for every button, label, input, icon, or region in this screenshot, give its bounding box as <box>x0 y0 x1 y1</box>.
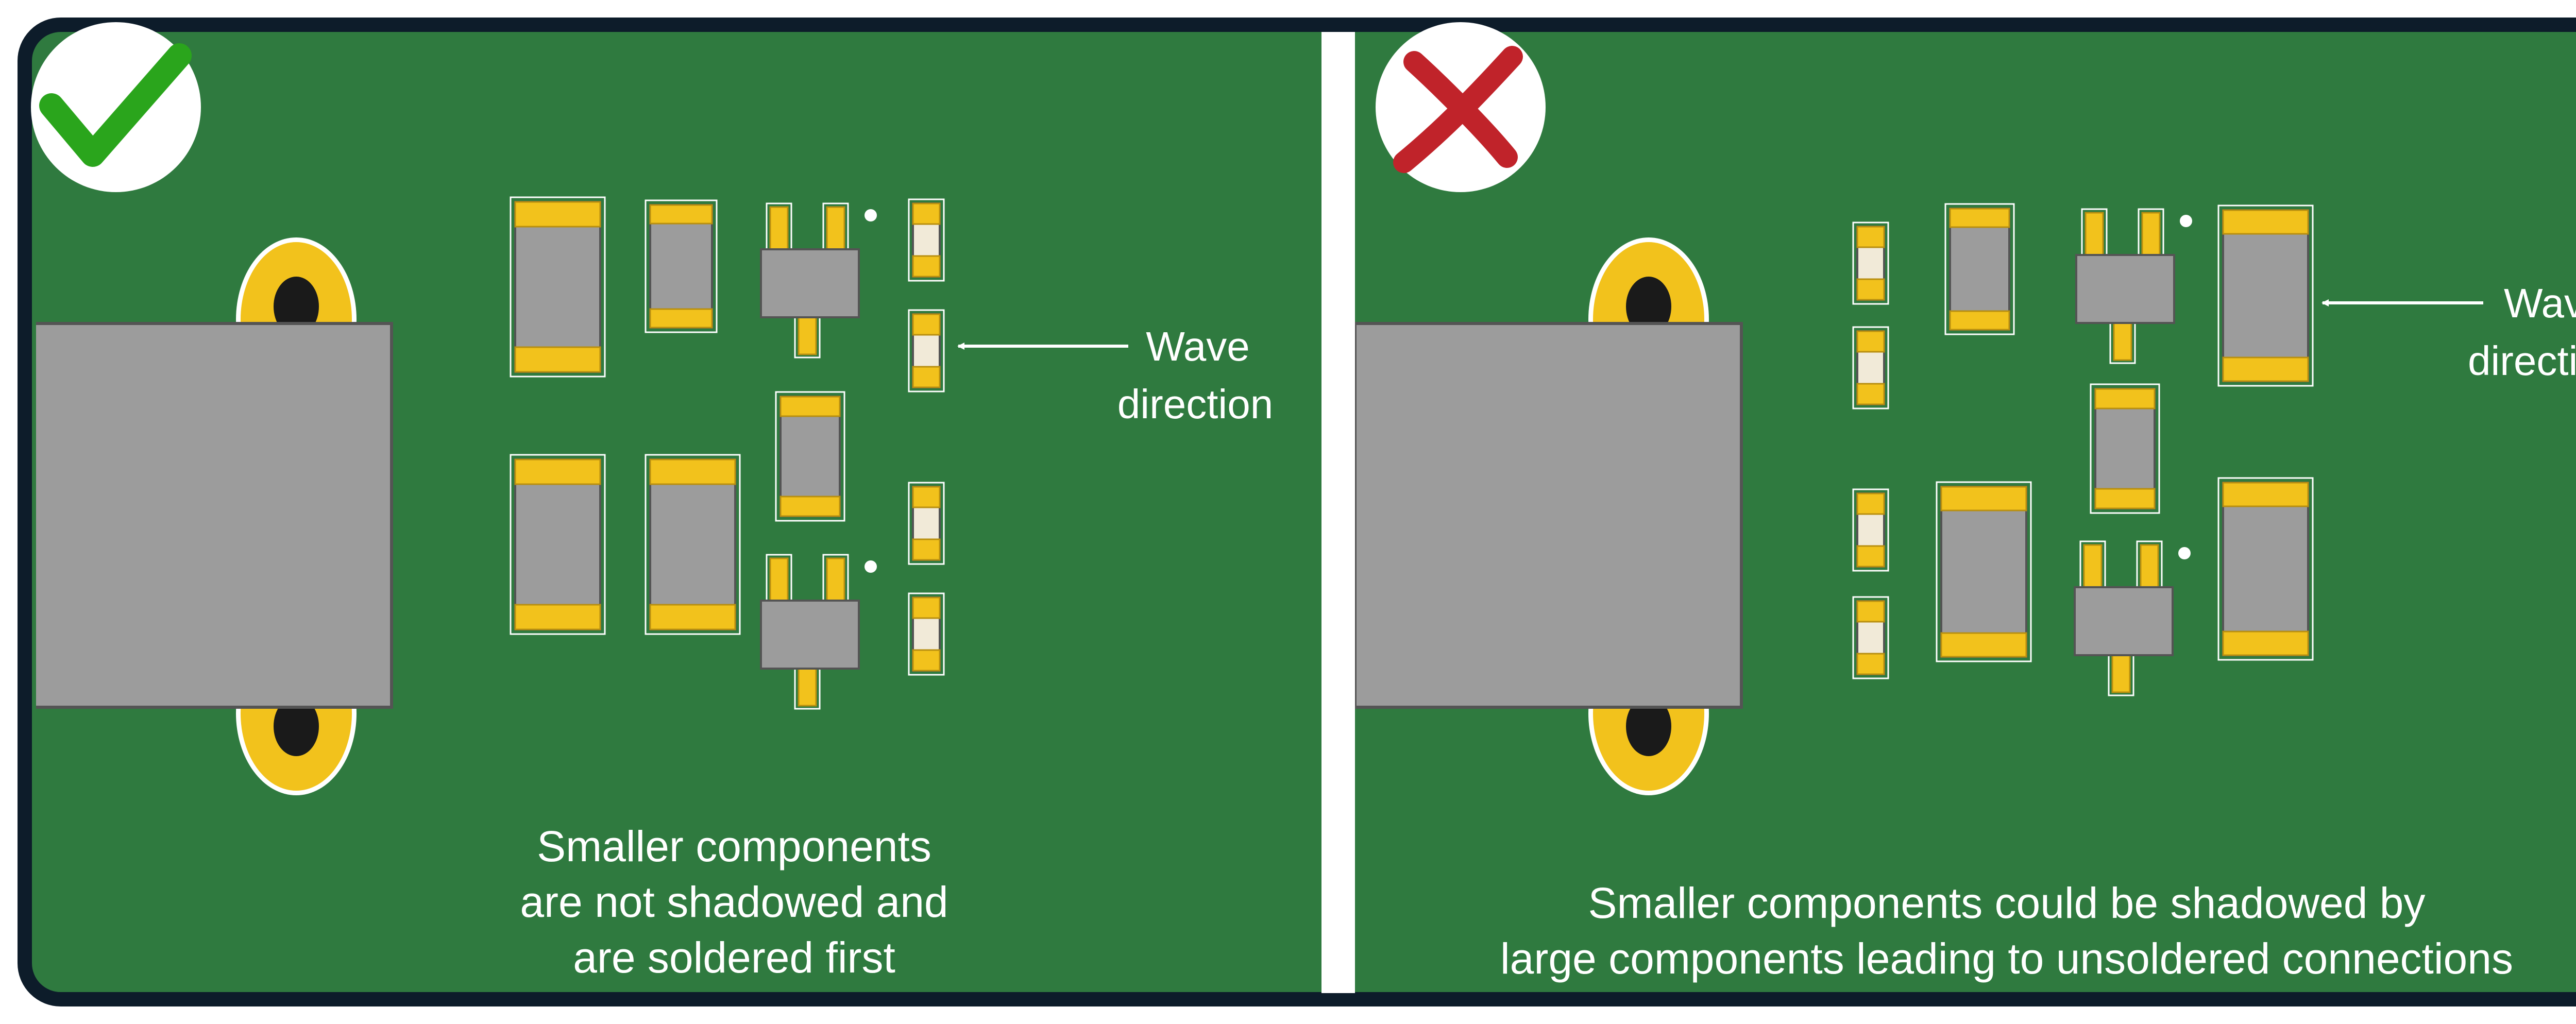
right-chip-large-2 <box>1936 481 2032 662</box>
panel-divider <box>1321 32 1355 993</box>
left-chip-medium-1 <box>645 199 718 333</box>
right-resistor-3 <box>1852 488 1889 572</box>
left-caption-line1: Smaller components <box>537 822 931 871</box>
cross-mark-icon <box>1376 22 1546 192</box>
left-caption: Smaller components are not shadowed and … <box>520 822 948 982</box>
left-resistor-1 <box>908 198 945 282</box>
left-transistor-2 <box>760 554 877 710</box>
right-chip-medium-1 <box>1944 203 2015 335</box>
left-resistor-4 <box>908 592 945 676</box>
left-caption-line2: are not shadowed and <box>520 878 948 926</box>
right-caption: Smaller components could be shadowed by … <box>1500 879 2513 983</box>
right-chip-large-3 <box>2217 477 2314 661</box>
right-wave-label: Wave direction <box>2321 280 2576 384</box>
left-resistor-2 <box>908 309 945 392</box>
right-panel-incorrect <box>1355 203 2314 795</box>
left-wave-label: Wave direction <box>957 323 1273 427</box>
right-chip-medium-2 <box>2090 383 2160 514</box>
check-mark-icon <box>31 22 201 192</box>
left-wave-label-line1: Wave <box>1146 323 1250 369</box>
right-resistor-2 <box>1852 326 1889 409</box>
right-wave-label-line2: direction <box>2468 338 2576 384</box>
left-caption-line3: are soldered first <box>573 933 895 982</box>
left-transistor-1 <box>760 202 877 359</box>
left-wave-label-line2: direction <box>1117 381 1273 427</box>
left-resistor-3 <box>908 482 945 565</box>
right-chip-large-1 <box>2217 204 2314 387</box>
right-transistor-2 <box>2074 540 2191 696</box>
left-chip-large-3 <box>645 454 741 635</box>
right-caption-line2: large components leading to unsoldered c… <box>1500 934 2513 983</box>
left-chip-medium-2 <box>775 391 845 522</box>
outer-frame <box>18 18 2576 1006</box>
left-panel-correct <box>36 196 945 795</box>
left-chip-large-2 <box>510 454 606 635</box>
right-wave-label-line1: Wave <box>2504 280 2576 326</box>
right-connector-body <box>1355 322 1743 709</box>
right-caption-line1: Smaller components could be shadowed by <box>1588 879 2426 927</box>
right-transistor-1 <box>2075 208 2192 364</box>
left-connector-body <box>36 322 393 709</box>
right-resistor-4 <box>1852 596 1889 679</box>
left-chip-large-1 <box>510 196 606 378</box>
right-resistor-1 <box>1852 221 1889 305</box>
